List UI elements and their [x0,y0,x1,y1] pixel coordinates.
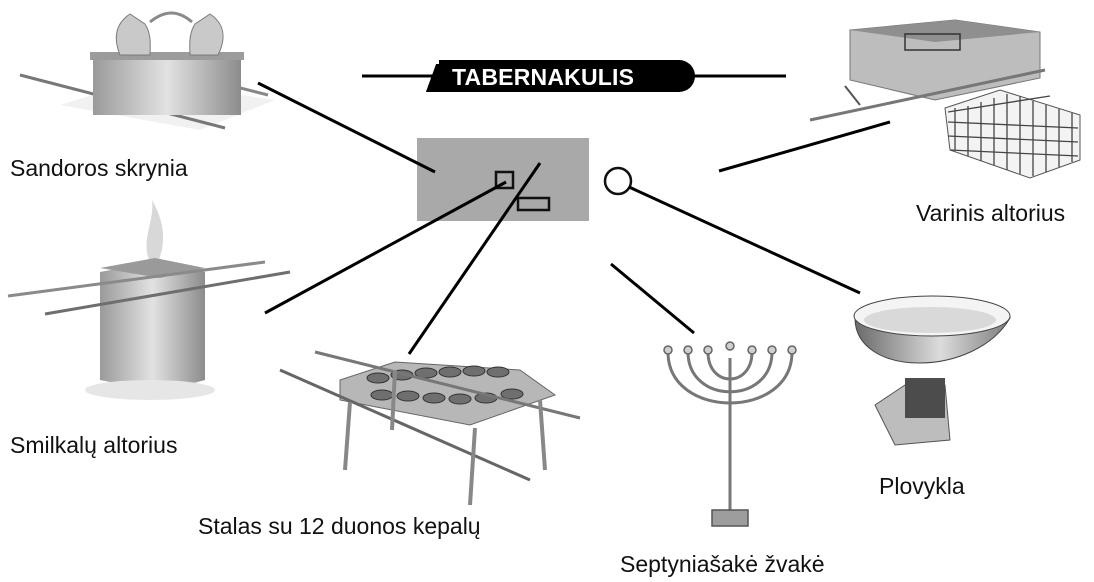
diagram-title: TABERNAKULIS [452,64,635,90]
pointer-bronze-altar [718,120,891,173]
label-bronze-altar: Varinis altorius [916,200,1066,226]
label-laver: Plovykla [879,473,965,499]
label-lampstand: Septyniašakė žvakė [620,551,825,577]
pointer-lampstand [610,262,695,335]
ark-illustration [19,11,275,130]
pointer-incense-altar [264,180,507,315]
label-table: Stalas su 12 duonos kepalų [198,513,481,539]
bronze-altar-illustration [809,19,1081,179]
incense-altar-illustration [7,200,291,400]
table-marker [516,196,551,212]
table-illustration [279,350,581,506]
laver-illustration [853,295,1011,446]
title-banner [439,60,695,92]
tabernacle-plan [417,138,589,221]
pointer-ark [257,81,436,174]
pointer-table [407,162,542,355]
laver-marker [603,166,633,196]
label-incense-altar: Smilkalų altorius [10,432,178,458]
lampstand-illustration [663,341,797,527]
incense-altar-marker [494,170,515,190]
pointer-laver [628,185,861,295]
label-ark: Sandoros skrynia [10,155,188,181]
